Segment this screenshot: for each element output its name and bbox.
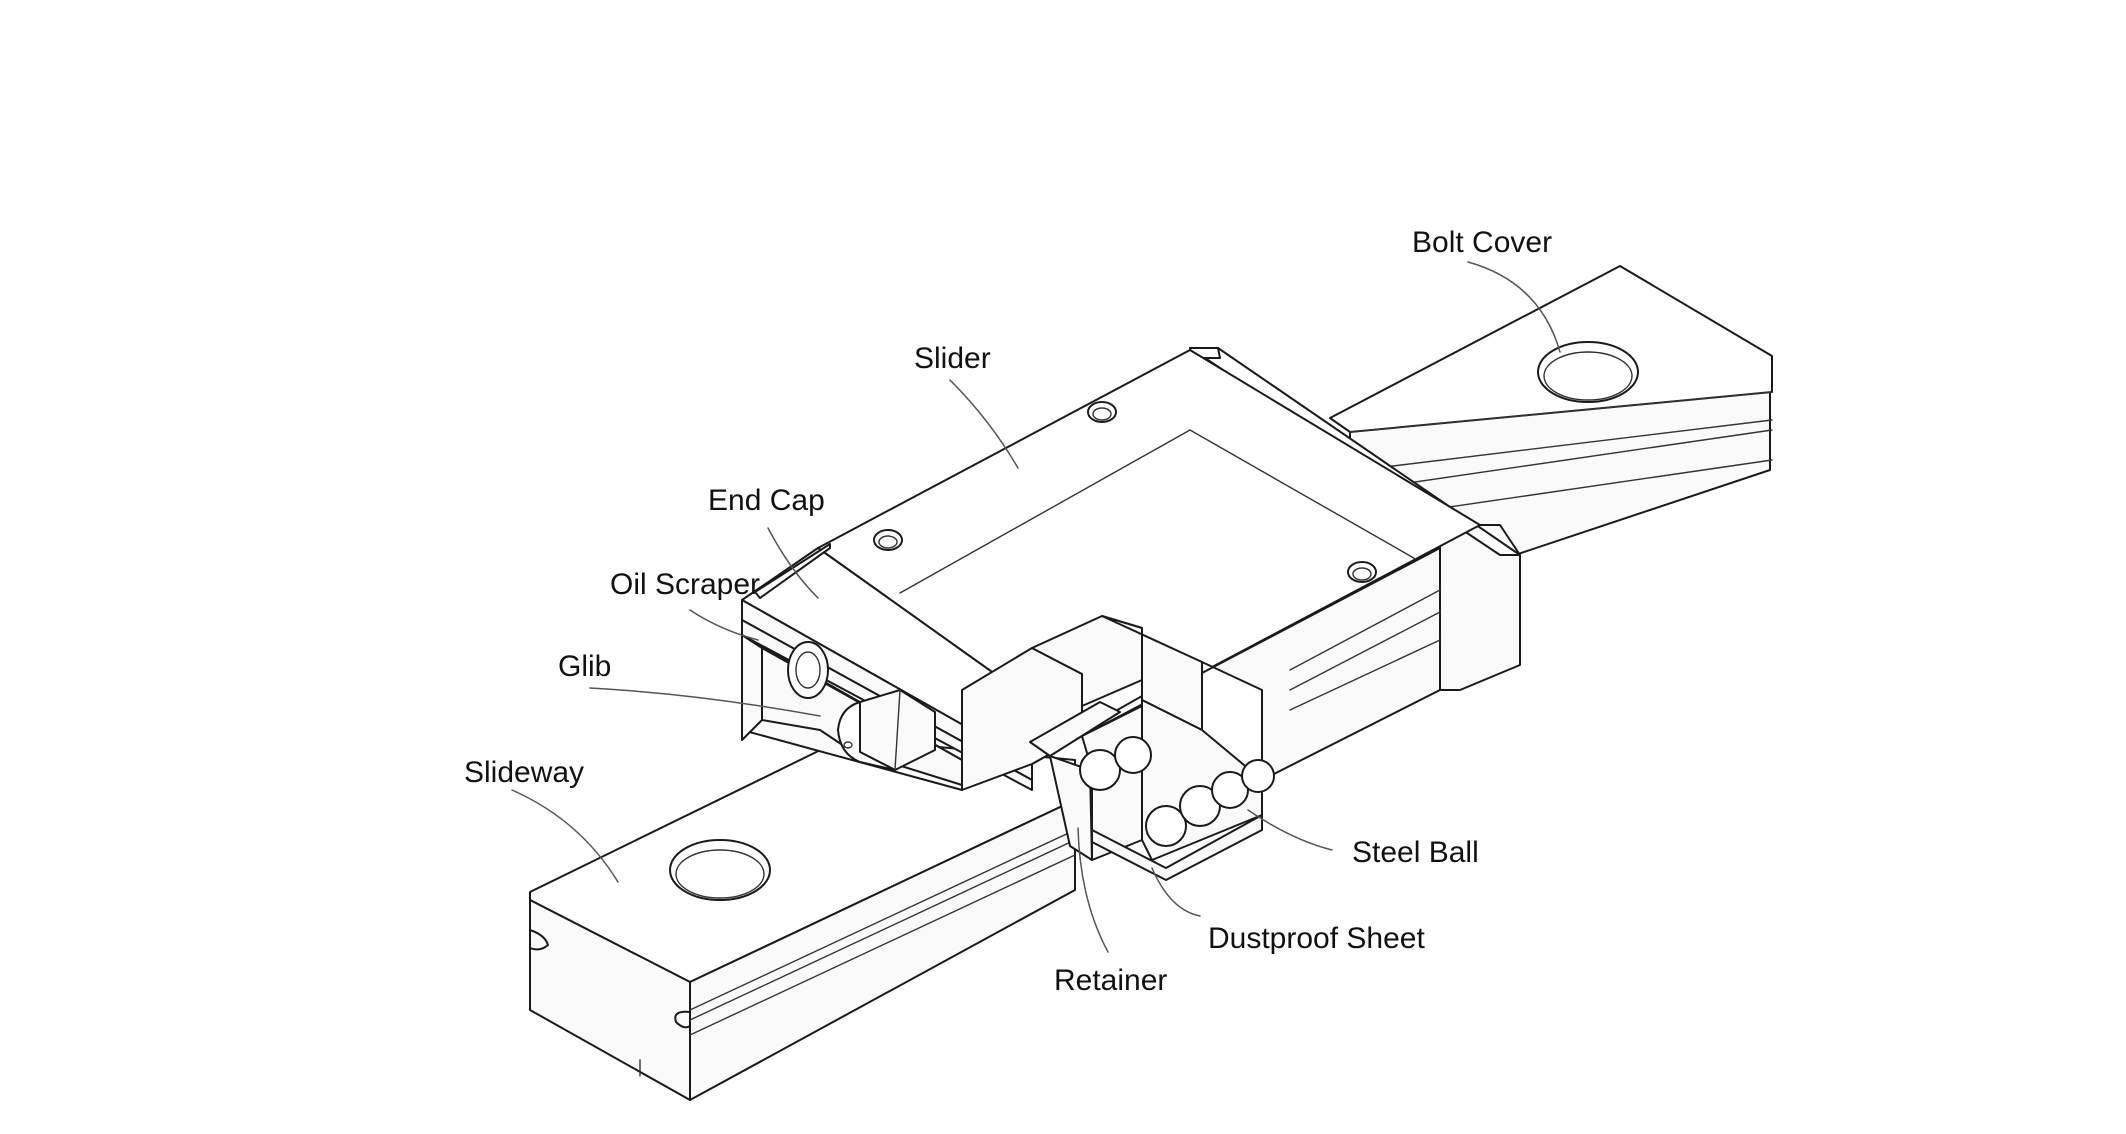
label-slider: Slider	[914, 342, 991, 375]
retainer	[1029, 701, 1121, 861]
grease-nipple-glib	[787, 641, 936, 771]
labels: Bolt Cover Slider End Cap Oil Scraper Gl…	[464, 226, 1552, 997]
leader-glib	[589, 687, 821, 717]
steel-ball	[1145, 805, 1187, 847]
steel-ball	[1211, 771, 1249, 809]
bolt-cover-far	[1537, 341, 1639, 403]
steel-ball	[1114, 736, 1152, 774]
label-oil-scraper: Oil Scraper	[610, 568, 760, 601]
dustproof-sheet	[1091, 814, 1263, 881]
bolt-cover-near	[669, 839, 771, 901]
leader-dustproof-sheet	[1151, 867, 1201, 917]
steel-ball	[1241, 759, 1275, 793]
leader-bolt-cover	[1467, 261, 1561, 353]
leader-retainer	[1077, 827, 1109, 953]
steel-ball	[1079, 749, 1121, 791]
leader-end-cap	[767, 527, 819, 599]
label-glib: Glib	[558, 650, 611, 683]
rail-near-section	[529, 737, 1076, 1101]
label-slideway: Slideway	[464, 756, 584, 789]
leader-slideway	[511, 789, 619, 883]
leader-steel-ball	[1247, 809, 1333, 851]
leader-lines	[511, 261, 1561, 953]
label-dustproof-sheet: Dustproof Sheet	[1208, 922, 1425, 955]
leader-oil-scraper	[689, 609, 759, 641]
leader-slider	[949, 379, 1019, 469]
steel-balls	[1079, 736, 1275, 847]
label-retainer: Retainer	[1054, 964, 1167, 997]
label-bolt-cover: Bolt Cover	[1412, 226, 1552, 259]
label-end-cap: End Cap	[708, 484, 825, 517]
label-steel-ball: Steel Ball	[1352, 836, 1479, 869]
